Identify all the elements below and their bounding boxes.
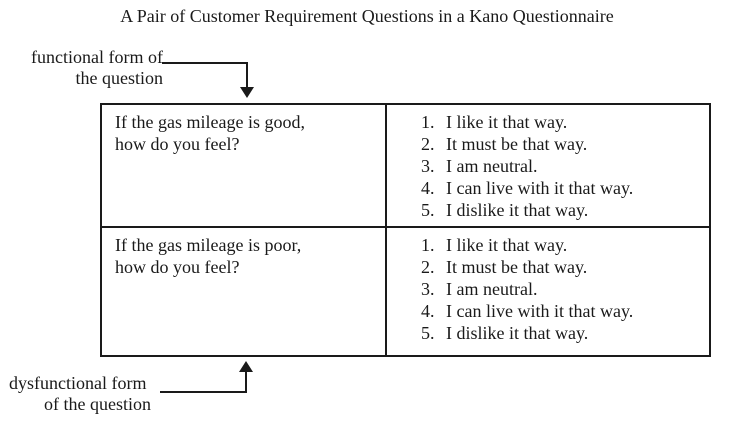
option-number: 1. [421, 235, 435, 255]
option-text: It must be that way. [446, 257, 588, 277]
dysfunctional-question-line2: how do you feel? [115, 257, 240, 277]
functional-form-label-line1: functional form of [31, 47, 163, 67]
dysfunctional-question-cell: If the gas mileage is poor, how do you f… [102, 228, 387, 355]
down-arrow-icon [240, 87, 254, 98]
option-text: I can live with it that way. [446, 178, 634, 198]
list-item: 1. I like it that way. [421, 234, 705, 256]
functional-connector-horizontal-line [162, 62, 248, 64]
functional-form-label-line2: the question [75, 68, 164, 88]
option-number: 5. [421, 323, 435, 343]
option-number: 3. [421, 279, 435, 299]
list-item: 2. It must be that way. [421, 256, 705, 278]
dysfunctional-options-cell: 1. I like it that way. 2. It must be tha… [387, 228, 709, 355]
questionnaire-table: If the gas mileage is good, how do you f… [100, 103, 711, 357]
dysfunctional-form-label-line2: of the question [44, 394, 151, 414]
option-text: I can live with it that way. [446, 301, 634, 321]
functional-form-label: functional form of the question [10, 47, 163, 89]
functional-question-line2: how do you feel? [115, 134, 240, 154]
list-item: 3. I am neutral. [421, 278, 705, 300]
dysfunctional-question-line1: If the gas mileage is poor, [115, 235, 302, 255]
option-number: 4. [421, 301, 435, 321]
functional-connector-vertical-line [246, 62, 248, 88]
functional-question-cell: If the gas mileage is good, how do you f… [102, 105, 387, 228]
functional-question-line1: If the gas mileage is good, [115, 112, 305, 132]
up-arrow-icon [239, 361, 253, 372]
dysfunctional-form-label: dysfunctional form of the question [9, 373, 151, 415]
option-text: I dislike it that way. [446, 323, 589, 343]
option-text: It must be that way. [446, 134, 588, 154]
list-item: 3. I am neutral. [421, 155, 705, 177]
dysfunctional-connector-vertical-line [245, 372, 247, 393]
dysfunctional-connector-horizontal-line [160, 391, 247, 393]
list-item: 5. I dislike it that way. [421, 322, 705, 344]
option-number: 3. [421, 156, 435, 176]
option-text: I am neutral. [446, 156, 538, 176]
option-number: 2. [421, 134, 435, 154]
option-text: I like it that way. [446, 235, 568, 255]
functional-options-cell: 1. I like it that way. 2. It must be tha… [387, 105, 709, 228]
option-number: 4. [421, 178, 435, 198]
option-text: I am neutral. [446, 279, 538, 299]
list-item: 5. I dislike it that way. [421, 199, 705, 221]
option-number: 1. [421, 112, 435, 132]
option-text: I like it that way. [446, 112, 568, 132]
option-number: 5. [421, 200, 435, 220]
figure-title: A Pair of Customer Requirement Questions… [120, 6, 614, 26]
list-item: 1. I like it that way. [421, 111, 705, 133]
list-item: 2. It must be that way. [421, 133, 705, 155]
option-number: 2. [421, 257, 435, 277]
dysfunctional-form-label-line1: dysfunctional form [9, 373, 147, 393]
list-item: 4. I can live with it that way. [421, 300, 705, 322]
option-text: I dislike it that way. [446, 200, 589, 220]
list-item: 4. I can live with it that way. [421, 177, 705, 199]
